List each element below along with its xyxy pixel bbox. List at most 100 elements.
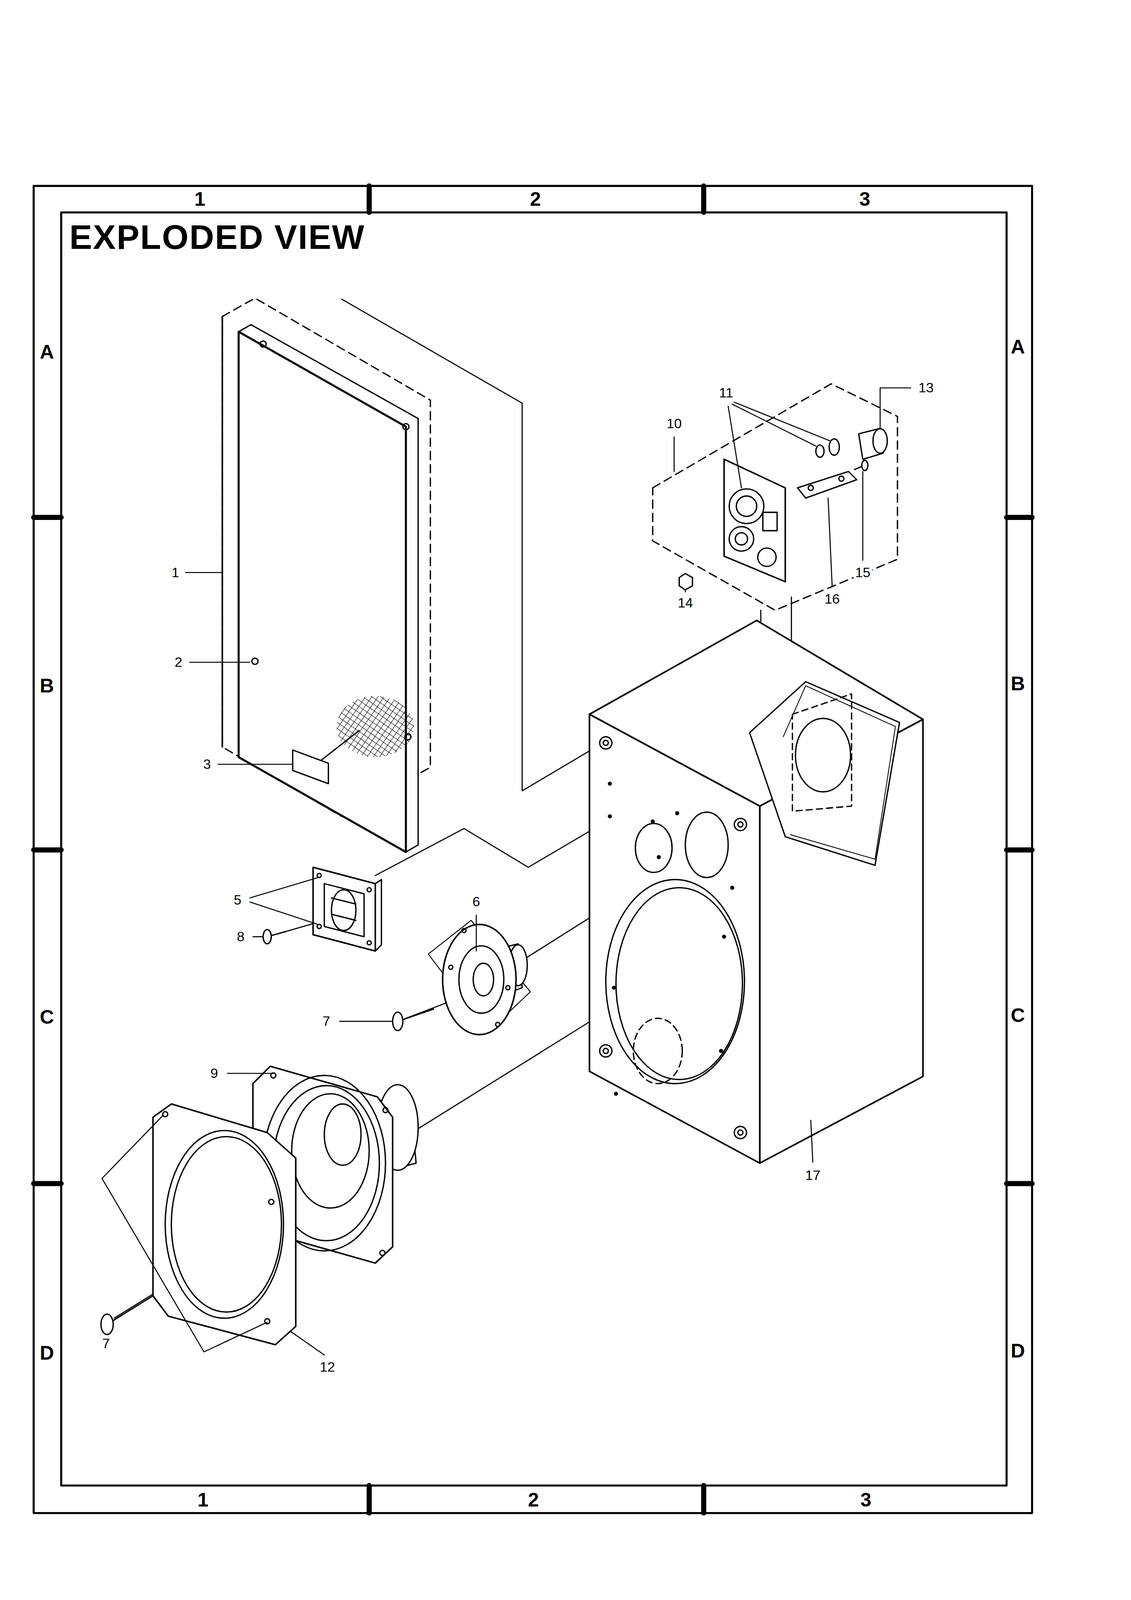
grid-reference: A xyxy=(1010,336,1025,357)
crossover xyxy=(679,573,693,590)
screw-hole xyxy=(675,810,680,816)
grid-reference: 1 xyxy=(197,1489,209,1510)
callout-number: 10 xyxy=(664,415,684,432)
grid-reference: 3 xyxy=(860,1489,872,1510)
crossover xyxy=(861,460,868,471)
gasket-ring xyxy=(162,1111,168,1117)
grid-reference: D xyxy=(39,1342,54,1363)
leader-line xyxy=(189,661,250,663)
grille-panel xyxy=(222,297,431,852)
crossover xyxy=(816,444,825,458)
gasket-ring xyxy=(102,1103,296,1352)
woofer xyxy=(324,1103,362,1165)
grille-panel xyxy=(292,749,329,784)
crossover xyxy=(872,428,887,453)
woofer xyxy=(382,1107,388,1113)
screw-hole xyxy=(730,885,735,890)
grille-panel xyxy=(221,316,224,747)
leader-line xyxy=(218,763,293,765)
screw-hole xyxy=(719,1048,724,1053)
grille-panel xyxy=(405,733,412,740)
gasket-ring xyxy=(165,1130,284,1318)
callout-number: 5 xyxy=(232,891,244,908)
grid-reference: D xyxy=(1010,1340,1025,1361)
leader-line xyxy=(249,877,318,925)
leader-line xyxy=(673,436,675,472)
screw-hole xyxy=(607,813,613,819)
crossover xyxy=(724,459,786,582)
gasket-ring xyxy=(102,1114,268,1352)
woofer xyxy=(379,1250,385,1256)
grid-reference: B xyxy=(1010,673,1025,694)
crossover xyxy=(757,548,776,567)
midrange xyxy=(461,928,467,933)
callout-number: 1 xyxy=(169,564,181,581)
frame xyxy=(33,185,1032,1513)
grid-reference: C xyxy=(39,1006,54,1027)
grille-panel xyxy=(402,423,409,430)
tweeter xyxy=(367,887,372,892)
peg xyxy=(599,736,747,1139)
screw xyxy=(392,1011,403,1031)
screw-hole xyxy=(612,985,617,990)
peg xyxy=(603,740,609,746)
tweeter xyxy=(313,867,382,951)
grille-panel xyxy=(259,341,266,347)
callout-number: 3 xyxy=(201,756,213,772)
leader-line xyxy=(862,471,863,561)
cabinet xyxy=(792,693,852,811)
callout-number: 7 xyxy=(100,1335,112,1351)
grille-panel xyxy=(336,695,415,757)
screw xyxy=(101,1313,114,1335)
gasket-ring xyxy=(268,1199,275,1205)
crossover xyxy=(736,495,757,517)
grille-panel xyxy=(251,658,258,665)
cabinet xyxy=(635,823,673,873)
callout-number: 11 xyxy=(717,384,735,401)
grid-reference: B xyxy=(39,675,54,696)
gasket-ring xyxy=(171,1136,282,1312)
grid-reference: 1 xyxy=(194,189,206,209)
peg xyxy=(734,818,747,831)
frame xyxy=(33,517,1032,1184)
midrange xyxy=(495,1022,500,1027)
tweeter xyxy=(331,897,356,921)
screw-hole xyxy=(656,854,662,860)
tweeter xyxy=(317,873,322,878)
peg xyxy=(737,1129,744,1135)
crossover xyxy=(762,512,777,531)
grille-panel xyxy=(321,730,359,761)
grille-panel xyxy=(238,331,406,852)
grid-reference: 2 xyxy=(527,1489,540,1510)
screw xyxy=(107,1295,154,1324)
gasket-ring xyxy=(152,1103,296,1345)
leader-line xyxy=(810,1119,814,1162)
leader-line xyxy=(227,1072,274,1074)
cabinet xyxy=(795,718,851,792)
peg xyxy=(737,821,744,827)
screw-hole xyxy=(607,781,735,1096)
frame xyxy=(61,212,1007,1486)
callout-number: 15 xyxy=(853,564,873,581)
crossover xyxy=(838,475,844,481)
midrange xyxy=(458,945,504,1014)
peg xyxy=(603,1048,609,1054)
tweeter xyxy=(313,867,382,951)
screw xyxy=(263,929,272,944)
crossover xyxy=(729,488,764,524)
leader-line xyxy=(685,589,686,592)
leader-line xyxy=(253,935,264,937)
tweeter xyxy=(367,940,372,945)
leader-line xyxy=(290,1331,325,1355)
peg xyxy=(734,1126,747,1139)
grid-reference: C xyxy=(1010,1005,1025,1025)
callout-number: 14 xyxy=(676,594,695,611)
frame xyxy=(33,185,1032,1513)
callout-number: 13 xyxy=(916,379,936,396)
cabinet xyxy=(615,887,743,1080)
crossover xyxy=(652,383,898,610)
midrange xyxy=(473,962,494,996)
grid-reference: 3 xyxy=(859,189,871,209)
tweeter xyxy=(317,924,322,929)
